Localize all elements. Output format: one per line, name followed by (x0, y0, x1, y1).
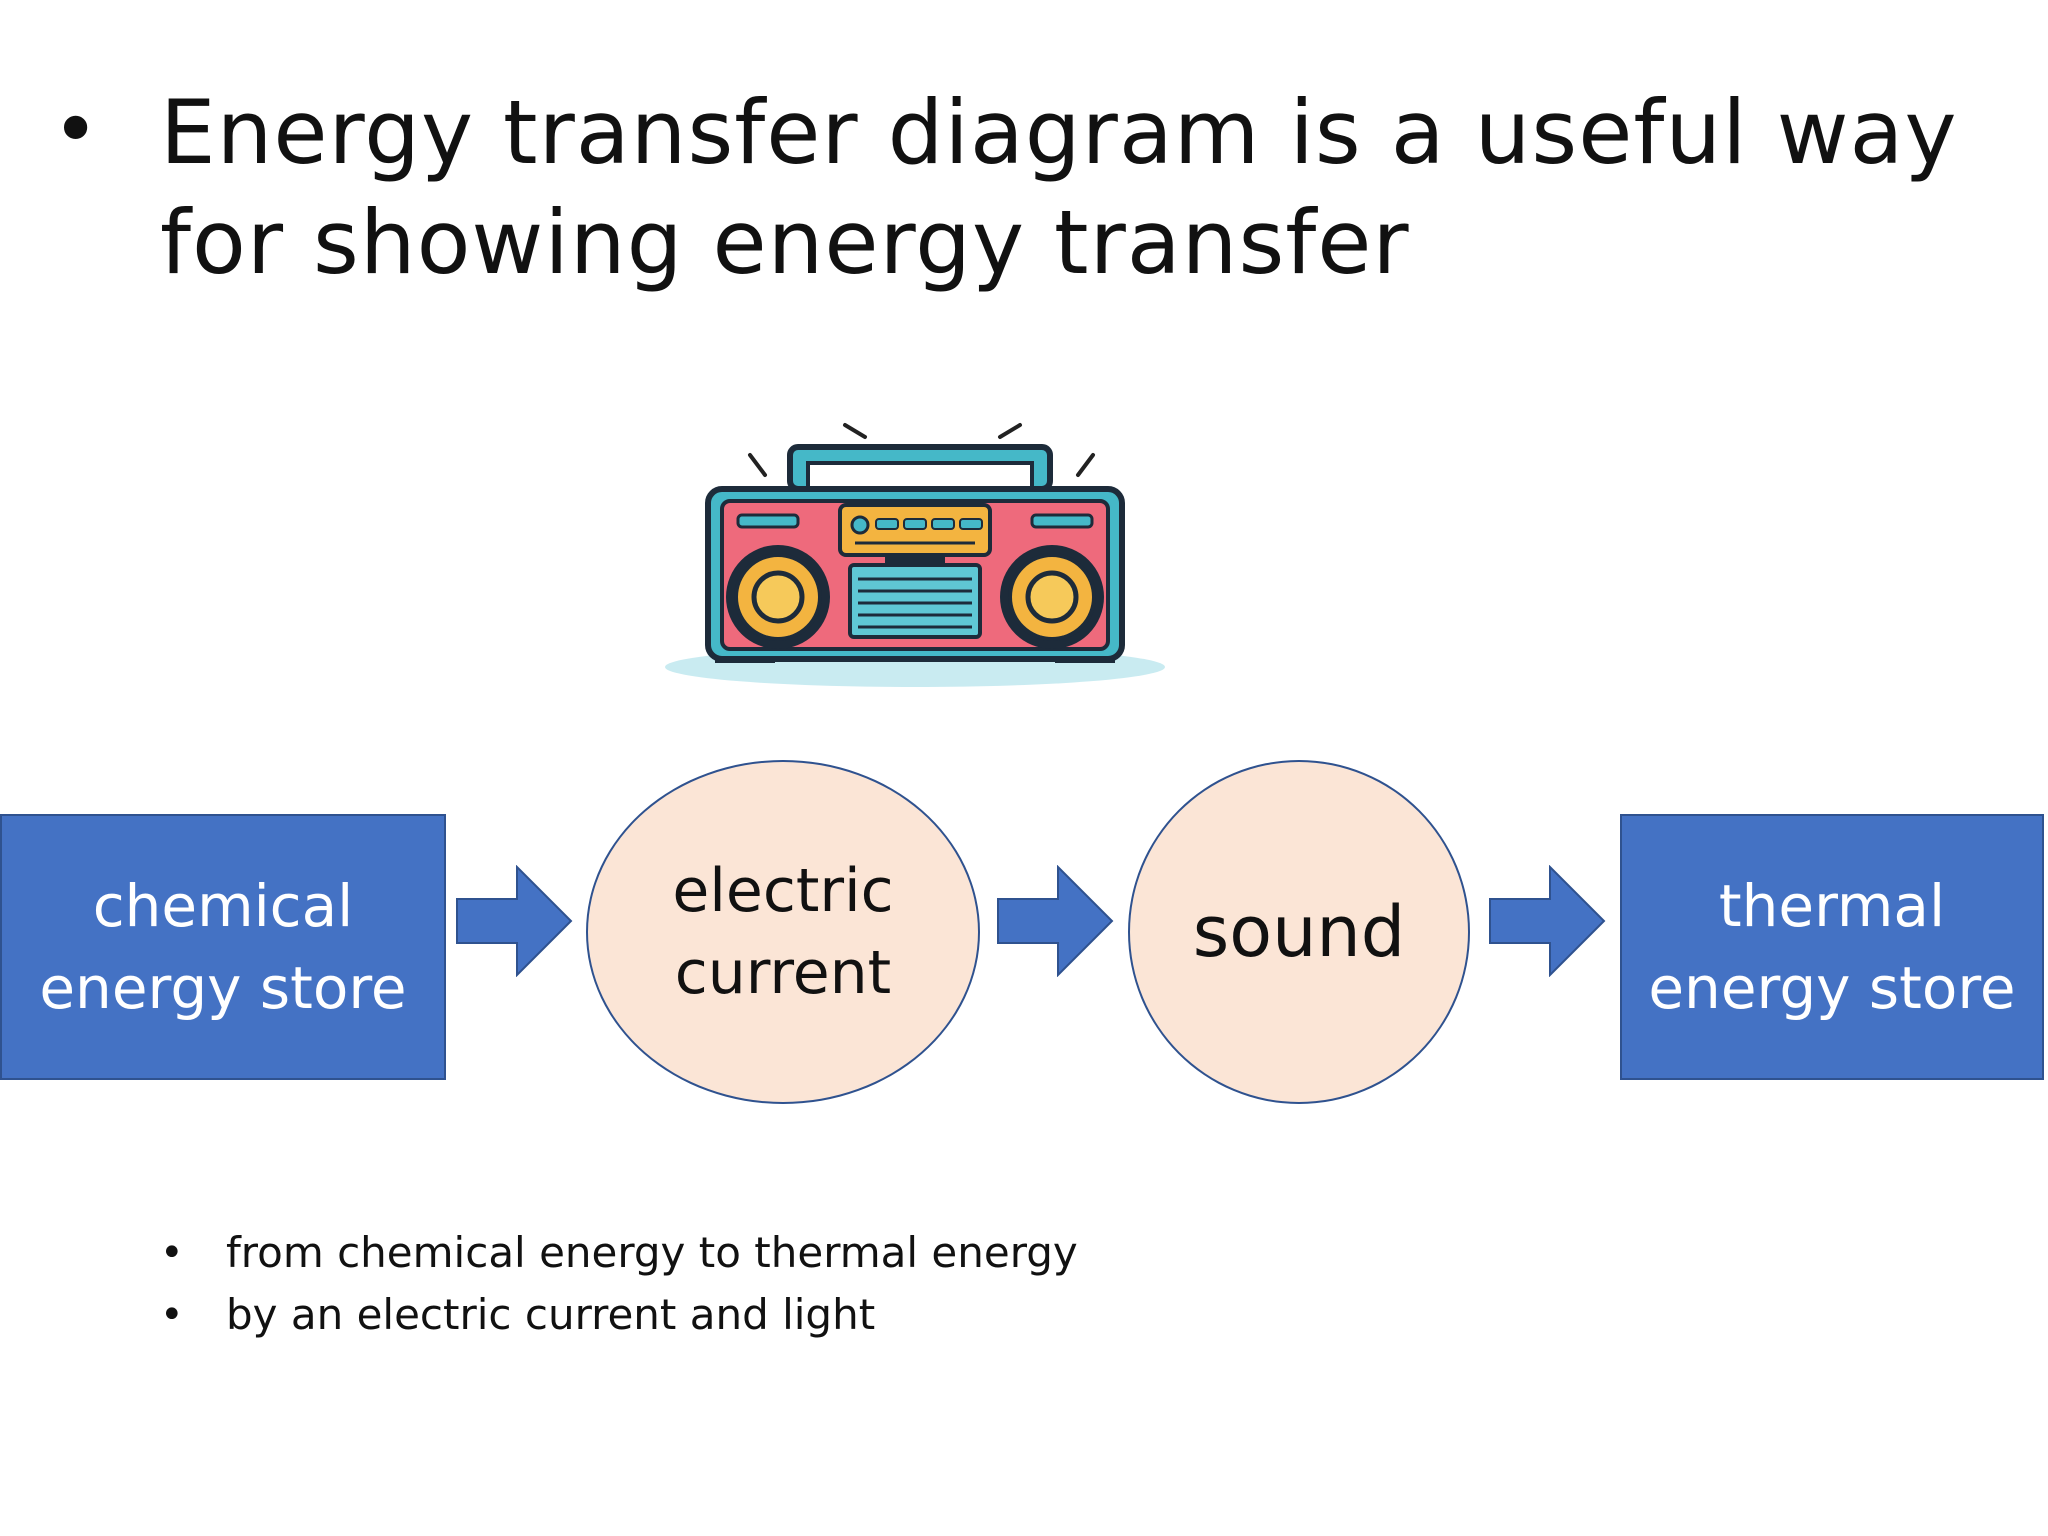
arrow-right-icon (997, 865, 1114, 977)
thermal-energy-store-box: thermal energy store (1620, 814, 2044, 1080)
list-item: • by an electric current and light (160, 1284, 1078, 1346)
energy-transfer-diagram: chemical energy store electric current s… (0, 760, 2048, 1120)
boombox-icon (665, 423, 1165, 687)
bullet-icon: • (160, 1292, 184, 1338)
arrow-right-icon (1489, 865, 1606, 977)
list-item: • from chemical energy to thermal energy (160, 1222, 1078, 1284)
sound-label: sound (1192, 891, 1406, 973)
note-text: by an electric current and light (226, 1290, 876, 1339)
sound-circle: sound (1128, 760, 1470, 1104)
title-line-2: for showing energy transfer (160, 191, 1410, 294)
note-text: from chemical energy to thermal energy (226, 1228, 1078, 1277)
electric-current-circle: electric current (586, 760, 980, 1104)
electric-current-label: electric current (672, 856, 894, 1008)
notes-list: • from chemical energy to thermal energy… (160, 1222, 1078, 1346)
bullet-icon: • (160, 1230, 184, 1276)
title-bullet: • (52, 83, 100, 176)
chemical-energy-store-label: chemical energy store (39, 872, 407, 1022)
chemical-energy-store-box: chemical energy store (0, 814, 446, 1080)
arrow-right-icon (456, 865, 573, 977)
title-line-1: Energy transfer diagram is a useful way (160, 81, 1958, 184)
thermal-energy-store-label: thermal energy store (1648, 872, 2016, 1022)
page-title: Energy transfer diagram is a useful way … (160, 78, 1960, 298)
